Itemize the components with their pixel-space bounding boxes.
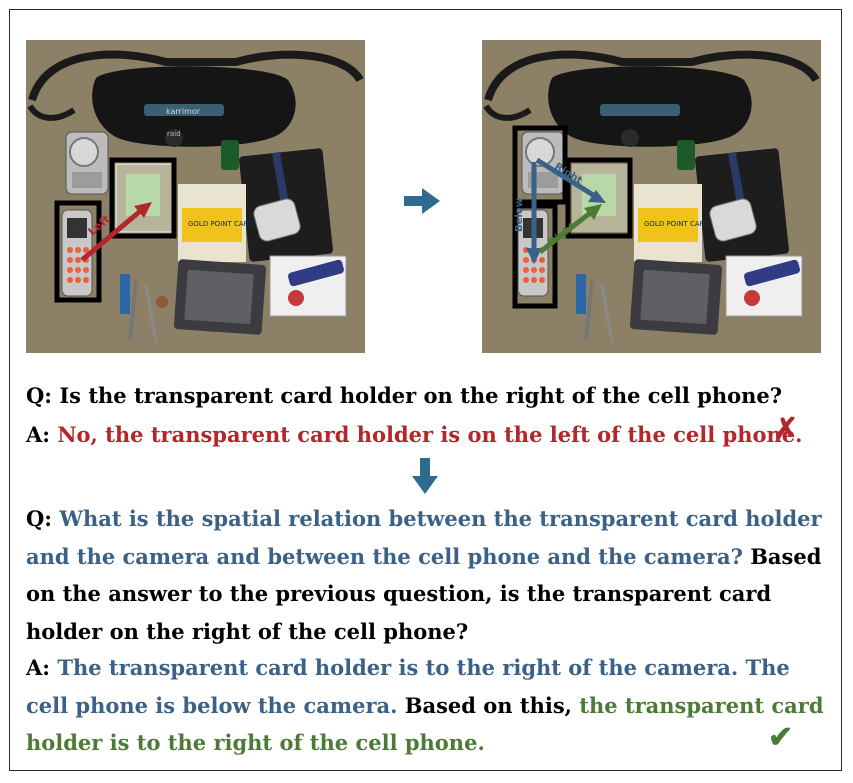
card-text-right: GOLD POINT CARD — [644, 220, 710, 228]
photo-original-scene: karrimor raid GOLD POINT CARD — [26, 40, 365, 353]
below-relation-label: Below — [514, 198, 525, 232]
figure-frame — [9, 9, 842, 771]
qa1-q-prefix: Q: — [26, 383, 53, 408]
qa2-q-black-1: Based — [750, 543, 822, 569]
bag-badge-text: raid — [167, 130, 181, 138]
qa2-q-blue-2: and the camera and between the cell phon… — [26, 543, 743, 569]
qa2-question: Q: What is the spatial relation between … — [26, 500, 826, 650]
card-text-left: GOLD POINT CARD — [188, 220, 254, 228]
photo-reasoned: GOLD POINT CARD Right Below Right — [482, 40, 821, 353]
qa2-q-prefix: Q: — [26, 506, 53, 531]
photo-original: karrimor raid GOLD POINT CARD — [26, 40, 365, 353]
qa2-a-blue-2: cell phone is below the camera. — [26, 692, 398, 718]
qa2-a-blue-1: The transparent card holder is to the ri… — [57, 655, 790, 680]
qa2-a-green-2: holder is to the right of the cell phone… — [26, 730, 485, 755]
qa2-a-line-2: cell phone is below the camera. Based on… — [26, 687, 826, 725]
bag-brand-text: karrimor — [166, 107, 201, 116]
qa2-q-black-3: holder on the right of the cell phone? — [26, 618, 469, 644]
qa2-answer: A: The transparent card holder is to the… — [26, 649, 826, 762]
qa2-q-blue-1: What is the spatial relation between the… — [59, 506, 822, 531]
qa2-a-prefix: A: — [26, 655, 51, 680]
check-icon: ✔ — [768, 720, 794, 755]
qa1-a-prefix: A: — [26, 422, 51, 447]
qa2-a-green-1: the transparent card — [579, 692, 824, 718]
qa2-q-line-2: and the camera and between the cell phon… — [26, 538, 826, 576]
qa1-a-text: No, the transparent card holder is on th… — [57, 422, 803, 447]
qa2-a-line-1: A: The transparent card holder is to the… — [26, 649, 826, 687]
cross-icon: ✗ — [773, 412, 799, 447]
qa1-answer: A: No, the transparent card holder is on… — [26, 416, 826, 454]
qa2-a-black: Based on this, — [404, 692, 572, 718]
qa2-q-line-1: Q: What is the spatial relation between … — [26, 500, 826, 538]
qa1-question: Q: Is the transparent card holder on the… — [26, 377, 826, 415]
photo-reasoned-scene: GOLD POINT CARD Right Below Right — [482, 40, 821, 353]
right-arrow-icon — [404, 188, 440, 214]
qa1-q-text: Is the transparent card holder on the ri… — [59, 383, 783, 408]
qa2-q-black-2: on the answer to the previous question, … — [26, 581, 772, 606]
down-arrow-icon — [412, 458, 438, 494]
